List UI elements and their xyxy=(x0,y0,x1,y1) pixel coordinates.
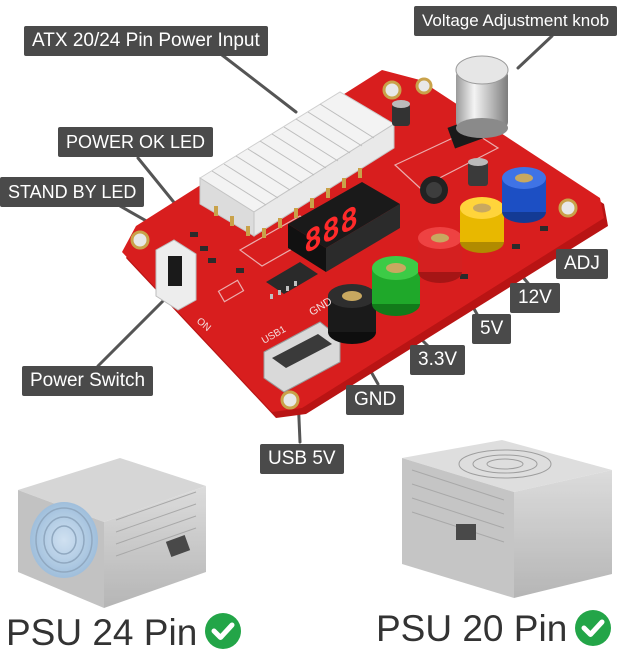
psu-20pin-image xyxy=(402,440,612,598)
power-switch: ON xyxy=(155,239,213,334)
callout-gnd: GND xyxy=(346,385,405,415)
callout-12v: 12V xyxy=(510,283,560,313)
check-circle-icon xyxy=(205,613,241,649)
terminal-adj xyxy=(502,167,546,223)
callout-voltage-knob: Voltage Adjustment knob xyxy=(414,6,618,36)
terminal-3v3 xyxy=(372,256,420,316)
callout-adj: ADJ xyxy=(556,249,608,279)
terminal-12v xyxy=(460,197,504,253)
callout-power-switch: Power Switch xyxy=(22,366,154,396)
voltage-knob xyxy=(447,55,509,149)
callout-power-ok-led: POWER OK LED xyxy=(58,127,214,157)
terminal-5v xyxy=(418,227,462,283)
mounting-holes xyxy=(130,77,578,410)
callout-5v: 5V xyxy=(472,314,512,344)
callout-3v3: 3.3V xyxy=(410,345,466,375)
atx-connector xyxy=(199,91,395,238)
check-circle-icon xyxy=(575,610,611,646)
callout-usb5v: USB 5V xyxy=(260,444,344,474)
terminal-gnd xyxy=(328,284,376,344)
psu-24pin-image xyxy=(18,458,206,608)
callout-power-input: ATX 20/24 Pin Power Input xyxy=(24,26,268,56)
chips xyxy=(266,262,318,299)
psu-24-label: PSU 24 Pin xyxy=(6,612,198,653)
psu-20-label: PSU 20 Pin xyxy=(376,608,568,649)
callout-standby-led: STAND BY LED xyxy=(0,177,145,207)
capacitors xyxy=(392,100,488,204)
